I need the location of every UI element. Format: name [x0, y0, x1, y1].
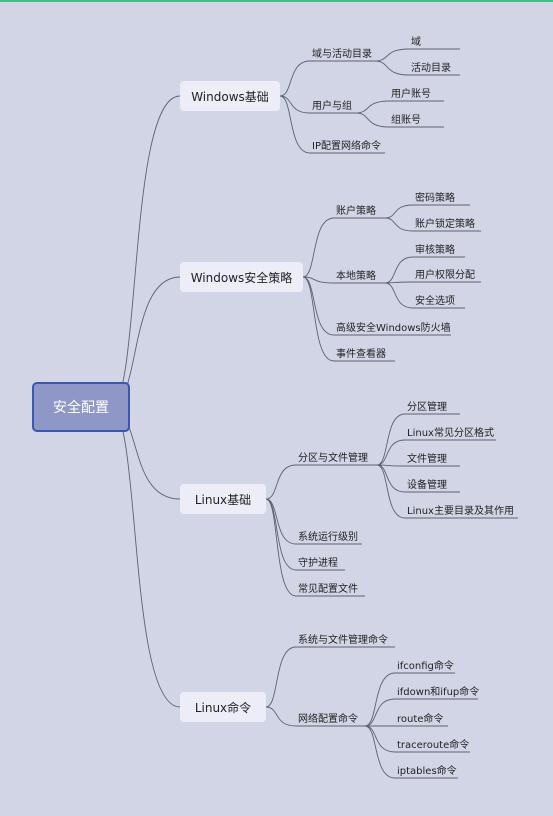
link-lc-0	[265, 646, 297, 708]
topic-security-options[interactable]: 安全选项	[415, 296, 455, 307]
link-wb-2	[279, 95, 311, 154]
topic-group-account[interactable]: 组账号	[391, 115, 421, 126]
link-ws-0-0	[384, 204, 414, 219]
link-wb-1-1	[355, 112, 390, 128]
topic-users-and-groups[interactable]: 用户与组	[312, 101, 352, 112]
topic-audit-policy[interactable]: 审核策略	[415, 245, 455, 256]
topic-linux-partition-formats[interactable]: Linux常见分区格式	[407, 428, 494, 439]
branch-windows-basics[interactable]: Windows基础	[180, 81, 280, 111]
link-lc-1-0	[364, 672, 396, 727]
topic-route-command[interactable]: route命令	[397, 714, 444, 725]
topic-network-config-commands[interactable]: 网络配置命令	[298, 714, 358, 725]
topic-ifconfig-command[interactable]: ifconfig命令	[397, 661, 454, 672]
branch-linux-commands[interactable]: Linux命令	[180, 692, 266, 722]
link-ws-1	[302, 276, 335, 284]
link-ws-1-1	[384, 281, 414, 284]
branch-windows-security-policy[interactable]: Windows安全策略	[180, 262, 303, 292]
topic-event-viewer[interactable]: 事件查看器	[336, 349, 386, 360]
link-wb-0-1	[374, 60, 410, 76]
topic-file-management[interactable]: 文件管理	[407, 454, 447, 465]
link-lb-0-0	[376, 413, 406, 466]
topic-account-lockout-policy[interactable]: 账户锁定策略	[415, 219, 475, 230]
topic-traceroute-command[interactable]: traceroute命令	[397, 740, 470, 751]
topic-active-directory[interactable]: 活动目录	[411, 63, 451, 74]
topic-daemons[interactable]: 守护进程	[298, 558, 338, 569]
link-ws-2	[302, 276, 335, 336]
topic-partition-management[interactable]: 分区管理	[407, 402, 447, 413]
topic-local-policy[interactable]: 本地策略	[336, 271, 376, 282]
root-link-3	[109, 406, 181, 708]
topic-advanced-firewall[interactable]: 高级安全Windows防火墙	[336, 323, 451, 334]
root-link-0	[109, 95, 181, 408]
link-ws-1-0	[384, 256, 414, 284]
link-lb-0-4	[376, 464, 406, 519]
link-wb-0	[279, 60, 311, 97]
topic-linux-main-directories[interactable]: Linux主要目录及其作用	[407, 506, 514, 517]
topic-ip-config-commands[interactable]: IP配置网络命令	[312, 141, 381, 152]
topic-password-policy[interactable]: 密码策略	[415, 193, 455, 204]
link-ws-3	[302, 276, 335, 362]
link-wb-1-0	[355, 100, 390, 114]
link-lb-3	[265, 498, 297, 597]
topic-device-management[interactable]: 设备管理	[407, 480, 447, 491]
link-ws-0	[302, 217, 335, 278]
topic-run-levels[interactable]: 系统运行级别	[298, 532, 358, 543]
link-ws-1-2	[384, 282, 414, 309]
link-lc-1	[265, 706, 297, 727]
topic-user-account[interactable]: 用户账号	[391, 89, 431, 100]
link-lc-1-4	[364, 725, 396, 779]
link-lc-1-3	[364, 725, 396, 753]
link-lb-0-1	[376, 439, 406, 466]
topic-domain-and-ad[interactable]: 域与活动目录	[312, 49, 372, 60]
branch-linux-basics[interactable]: Linux基础	[180, 484, 266, 514]
topic-partition-and-files[interactable]: 分区与文件管理	[298, 453, 368, 464]
link-lb-2	[265, 498, 297, 571]
link-lb-0	[265, 464, 297, 500]
link-ws-0-1	[384, 217, 414, 232]
link-lb-1	[265, 498, 297, 545]
root-node[interactable]: 安全配置	[32, 382, 130, 432]
topic-account-policy[interactable]: 账户策略	[336, 206, 376, 217]
topic-config-files[interactable]: 常见配置文件	[298, 584, 358, 595]
topic-user-rights-assignment[interactable]: 用户权限分配	[415, 270, 475, 281]
topic-domain[interactable]: 域	[411, 37, 421, 48]
topic-system-file-commands[interactable]: 系统与文件管理命令	[298, 635, 388, 646]
link-wb-0-0	[374, 48, 410, 62]
topic-iptables-command[interactable]: iptables命令	[397, 766, 457, 777]
link-lb-0-3	[376, 464, 406, 493]
topic-ifdown-ifup-command[interactable]: ifdown和ifup命令	[397, 687, 480, 698]
link-lc-1-1	[364, 698, 396, 727]
